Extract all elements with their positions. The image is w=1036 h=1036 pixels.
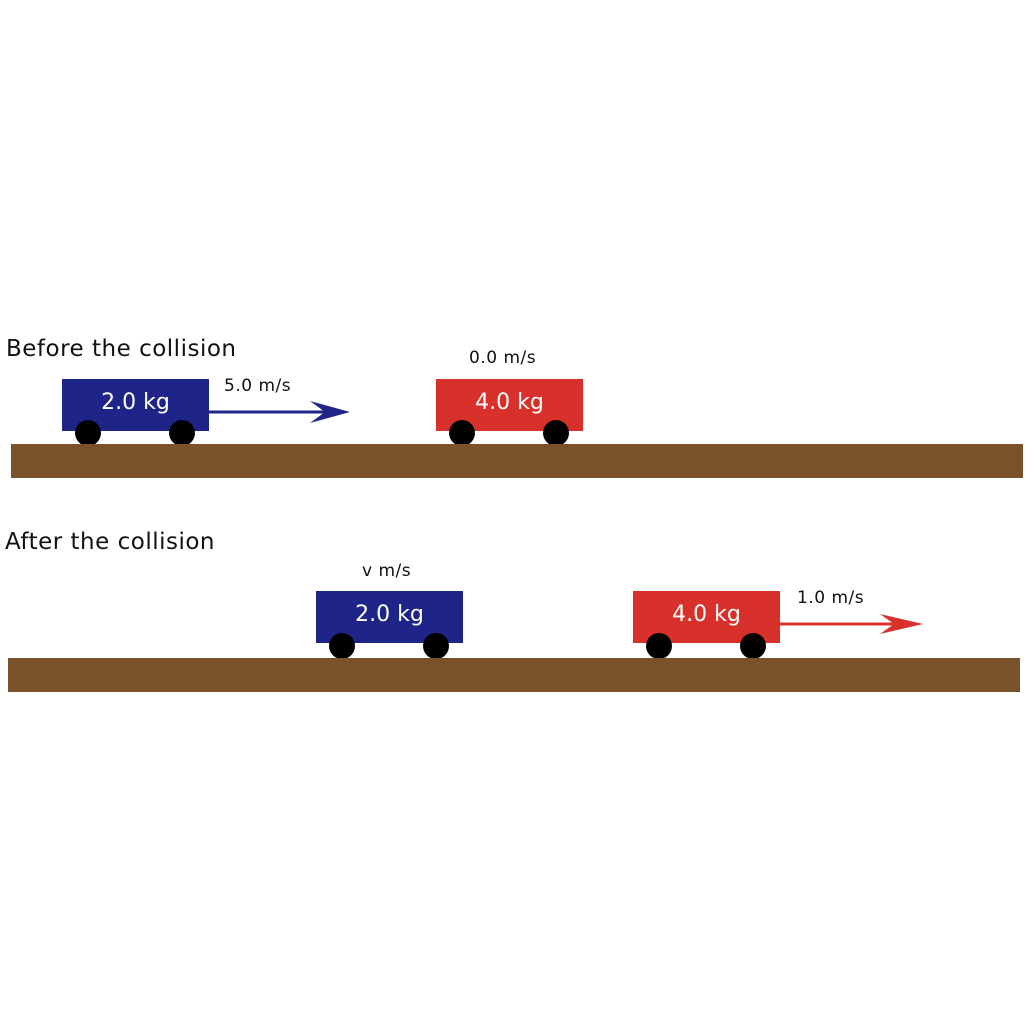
after-track	[8, 658, 1020, 692]
before-blue-cart-wheel-left	[75, 420, 101, 446]
before-red-cart-velocity: 0.0 m/s	[469, 348, 537, 368]
after-blue-cart-wheel-right	[423, 633, 449, 659]
before-red-cart-wheel-right	[543, 420, 569, 446]
after-blue-cart-velocity: v m/s	[362, 561, 412, 581]
after-red-velocity-arrow	[778, 614, 923, 634]
after-red-cart-velocity: 1.0 m/s	[797, 588, 865, 608]
before-red-cart-wheel-left	[449, 420, 475, 446]
after-blue-cart-wheel-left	[329, 633, 355, 659]
before-blue-cart-mass: 2.0 kg	[101, 389, 170, 415]
before-blue-velocity-arrow	[205, 401, 350, 423]
after-blue-cart-mass: 2.0 kg	[355, 601, 424, 627]
after-red-cart-wheel-left	[646, 633, 672, 659]
before-blue-cart-wheel-right	[169, 420, 195, 446]
before-red-cart-mass: 4.0 kg	[475, 389, 544, 415]
after-collision-label: After the collision	[5, 529, 216, 555]
after-red-cart-mass: 4.0 kg	[672, 601, 741, 627]
before-collision-label: Before the collision	[6, 336, 237, 362]
before-track	[11, 444, 1023, 478]
after-red-cart-wheel-right	[740, 633, 766, 659]
before-blue-cart-velocity: 5.0 m/s	[224, 376, 292, 396]
